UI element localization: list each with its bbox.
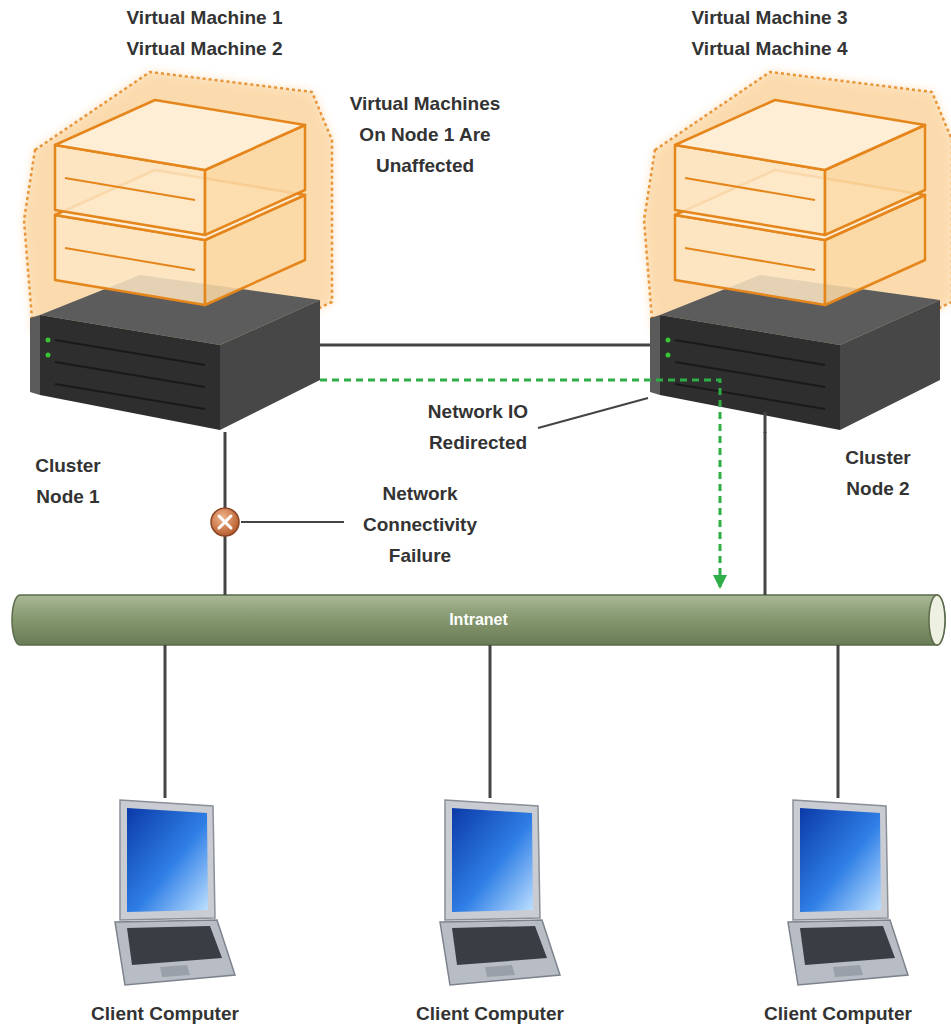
laptop-icon <box>115 800 235 985</box>
client-computer: Client Computer <box>425 798 555 990</box>
cluster-node: Virtual Machine 1 Virtual Machine 2Clust… <box>30 60 320 432</box>
leader-line <box>538 398 648 428</box>
client-name: Client Computer <box>400 998 580 1029</box>
client-name: Client Computer <box>75 998 255 1029</box>
node-name: Cluster Node 1 <box>23 450 113 512</box>
client-name: Client Computer <box>748 998 928 1029</box>
network-link <box>164 645 167 798</box>
laptop-icon <box>440 800 560 985</box>
server-illustration <box>644 72 951 430</box>
callout-text: Virtual Machines On Node 1 Are Unaffecte… <box>340 88 510 181</box>
failure-icon <box>211 508 239 536</box>
network-pipe: Intranet <box>12 595 945 645</box>
redirect-arrow <box>320 380 720 589</box>
network-link <box>489 645 492 798</box>
vm-list: Virtual Machine 3 Virtual Machine 4 <box>677 2 862 64</box>
network-name: Intranet <box>12 595 945 645</box>
wire-stub <box>764 412 767 433</box>
client-computer: Client Computer <box>100 798 230 990</box>
network-link <box>837 645 840 798</box>
laptop-icon <box>788 800 908 985</box>
vm-list: Virtual Machine 1 Virtual Machine 2 <box>112 2 297 64</box>
leader-line <box>241 521 344 523</box>
network-link <box>764 432 767 595</box>
client-computer: Client Computer <box>773 798 903 990</box>
node-name: Cluster Node 2 <box>833 442 923 504</box>
network-link <box>320 344 650 347</box>
cluster-node: Virtual Machine 3 Virtual Machine 4Clust… <box>650 60 940 432</box>
server-illustration <box>24 72 332 430</box>
intranet-pipe <box>12 595 945 645</box>
pipe-end <box>929 595 945 645</box>
callout-text: Network Connectivity Failure <box>350 478 490 571</box>
callout-text: Network IO Redirected <box>413 396 543 458</box>
